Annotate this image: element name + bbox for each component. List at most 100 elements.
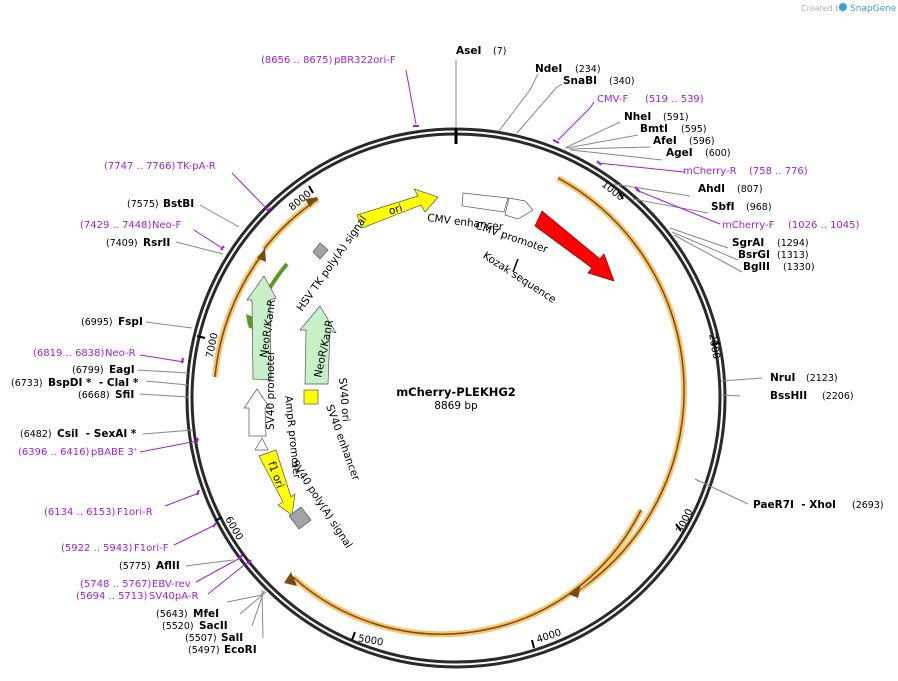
primer-name: EBV-rev	[152, 579, 191, 590]
sv40-polya-label: SV40 poly(A) signal	[288, 458, 354, 551]
orf-arrowhead-3	[257, 248, 266, 262]
tick-5000: 5000	[357, 633, 384, 648]
enzyme-pos: (5497)	[188, 645, 220, 656]
enzyme-pos: (7575)	[127, 199, 159, 210]
enzyme-pos: (6482)	[20, 429, 52, 440]
enzyme-pos: (5643)	[156, 609, 188, 620]
primer-range: (758 .. 776)	[749, 166, 808, 177]
enzyme-pos: (968)	[746, 202, 772, 213]
cmv-enhancer-arrow	[461, 192, 509, 213]
enzyme-pos: (1313)	[777, 250, 809, 261]
cmv-promoter-arrow	[504, 197, 534, 220]
enzyme-labels-right: AseI (7) NdeI (234) SnaBI (340) NheI (59…	[456, 45, 884, 511]
primer-name: SV40pA-R	[149, 591, 198, 602]
primer-range: (5748 .. 5767)	[80, 579, 152, 590]
enzyme-name: EcoRI	[224, 644, 257, 656]
tick-7000: 7000	[205, 332, 221, 359]
enzyme-name: BssHII	[770, 390, 807, 402]
sv40-ori-box	[303, 389, 319, 405]
primer-range: (5922 .. 5943)	[61, 543, 133, 554]
enzyme-name: AflII	[156, 560, 180, 572]
enzyme-name: BmtI	[640, 123, 668, 135]
f1-ori-label: f1 ori	[265, 460, 286, 490]
enzyme-pos: (807)	[737, 184, 763, 195]
orf-arc-3	[214, 255, 262, 378]
plasmid-name: mCherry-PLEKHG2	[396, 385, 516, 399]
enzyme-pos: (7409)	[106, 238, 138, 249]
enzyme-labels-left: EcoRI (5497) SalI (5507) SacII (5520) Mf…	[11, 198, 257, 656]
enzyme-pos: (1294)	[777, 238, 809, 249]
snapgene-logo-icon	[839, 3, 847, 11]
sv40-promoter-label: SV40 promoter	[265, 350, 277, 430]
credit-text: Created by	[801, 4, 845, 13]
orf-arcs	[212, 175, 688, 638]
enzyme-name: AseI	[456, 45, 481, 57]
enzyme-name: RsrII	[143, 237, 170, 249]
primer-range: (7429 .. 7448)	[80, 220, 152, 231]
enzyme-pos: (340)	[609, 76, 635, 87]
enzyme-pos: (5507)	[185, 633, 217, 644]
orf-arrowhead-4	[305, 197, 318, 207]
enzyme-name: BglII	[743, 261, 770, 273]
ori-arrow	[356, 188, 439, 229]
primer-range: (6819 .. 6838)	[33, 348, 105, 359]
enzyme-name: BstBI	[163, 198, 194, 210]
enzyme-pos: (5520)	[162, 621, 194, 632]
ori-label: ori	[387, 202, 404, 217]
enzyme-pos: (6799)	[72, 365, 104, 376]
primer-name: mCherry-R	[683, 166, 737, 177]
enzyme-name: AfeI	[653, 135, 677, 147]
enzyme-name: FspI	[118, 316, 143, 328]
enzyme-name: NheI	[624, 111, 651, 123]
enzyme-name: SacII	[199, 620, 228, 632]
primer-labels: pBR322ori-F (8656 .. 8675) CMV-F (519 ..…	[18, 55, 860, 602]
hsv-tk-polya-box	[312, 242, 329, 260]
primer-range: (7747 .. 7766)	[104, 161, 176, 172]
snapgene-credit: Created by SnapGene	[801, 3, 897, 14]
orf-arrowhead-2	[284, 572, 297, 586]
enzyme-pos: (234)	[575, 64, 601, 75]
orf-arc-1	[557, 177, 685, 595]
ampr-promoter-arrow	[254, 437, 269, 451]
sv40-polya-box	[288, 506, 312, 530]
enzyme-pos: (6733)	[11, 378, 43, 389]
neokanr-inner-arrow	[299, 305, 337, 385]
primer-range: (6134 .. 6153)	[44, 507, 116, 518]
enzyme-name: CsiI - SexAI *	[57, 428, 137, 440]
kozak-mark	[512, 258, 519, 273]
enzyme-name: SalI	[221, 632, 243, 644]
enzyme-name: SgrAI	[732, 237, 764, 249]
features: ori CMV enhancer CMV promoter mCherry Ko…	[243, 188, 615, 551]
primer-name: mCherry-F	[722, 220, 775, 231]
enzyme-pos: (7)	[493, 46, 506, 57]
enzyme-name: BsrGI	[738, 249, 770, 261]
enzyme-name: NruI	[770, 372, 795, 384]
primer-name: Neo-F	[152, 220, 182, 231]
primer-name: pBR322ori-F	[334, 55, 396, 66]
enzyme-pos: (6668)	[78, 390, 110, 401]
tick-4000: 4000	[535, 627, 563, 645]
neokanr-outer-arrow	[246, 275, 277, 381]
enzyme-name: AhdI	[698, 183, 725, 195]
tick-3000: 3000	[675, 507, 696, 535]
primer-range: (6396 .. 6416)	[18, 447, 90, 458]
primer-range: (8656 .. 8675)	[261, 55, 333, 66]
sv40-promoter-arrow	[243, 388, 271, 437]
hsv-tk-label: HSV TK poly(A) signal	[295, 214, 370, 314]
enzyme-name: PaeR7I - XhoI	[753, 499, 836, 511]
primer-range: (519 .. 539)	[645, 94, 704, 105]
orf-arc-4	[263, 198, 319, 250]
primer-leaders	[139, 69, 721, 595]
kozak-label: Kozak sequence	[481, 250, 559, 306]
enzyme-pos: (2693)	[852, 500, 884, 511]
primer-name: F1ori-F	[134, 543, 169, 554]
primer-name: TK-pA-R	[176, 161, 216, 172]
enzyme-pos: (5775)	[119, 561, 151, 572]
enzyme-pos: (1330)	[783, 262, 815, 273]
enzyme-pos: (591)	[663, 112, 689, 123]
orf-arrowhead-1	[568, 584, 581, 598]
f1-ori-arrow	[258, 449, 296, 516]
enzyme-name: EagI	[109, 364, 135, 376]
enzyme-pos: (595)	[681, 124, 707, 135]
